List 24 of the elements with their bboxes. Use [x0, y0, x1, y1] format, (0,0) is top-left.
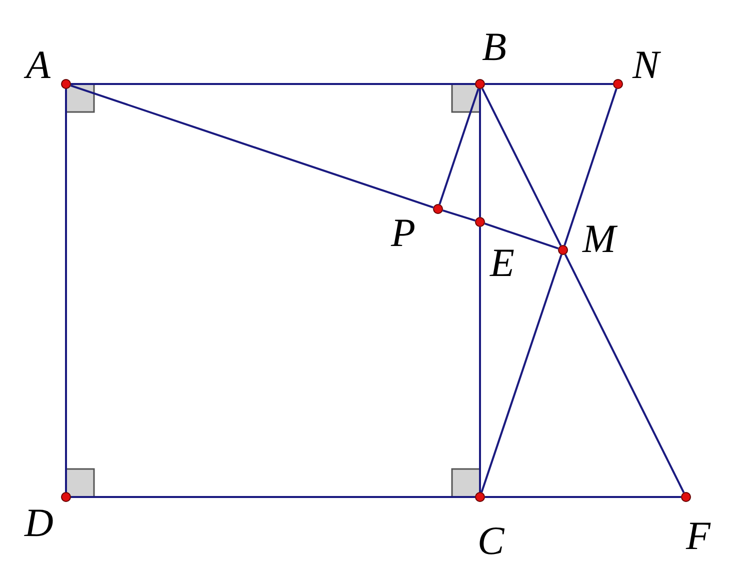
line-segment: [564, 88, 618, 246]
line-segment: [564, 254, 685, 493]
line-segment: [65, 89, 67, 492]
point-label: A: [26, 45, 50, 85]
point-label: P: [391, 213, 416, 253]
point-label: E: [490, 243, 514, 283]
line-segment: [71, 83, 475, 85]
point-label: D: [24, 503, 54, 543]
point-label: M: [582, 219, 616, 259]
line-segment: [479, 227, 481, 492]
point-label: C: [478, 521, 504, 561]
line-segment: [71, 496, 475, 498]
line-segment: [438, 88, 480, 205]
line-segment: [442, 210, 476, 222]
line-segment: [479, 89, 481, 217]
point-label: N: [632, 45, 660, 85]
point-label: F: [686, 516, 710, 556]
line-segment: [484, 222, 559, 250]
line-segment: [480, 254, 562, 493]
line-segment: [481, 88, 562, 246]
point-label: B: [482, 27, 506, 67]
line-segment: [485, 83, 613, 85]
line-segment: [485, 496, 681, 498]
line-segment: [70, 84, 434, 208]
